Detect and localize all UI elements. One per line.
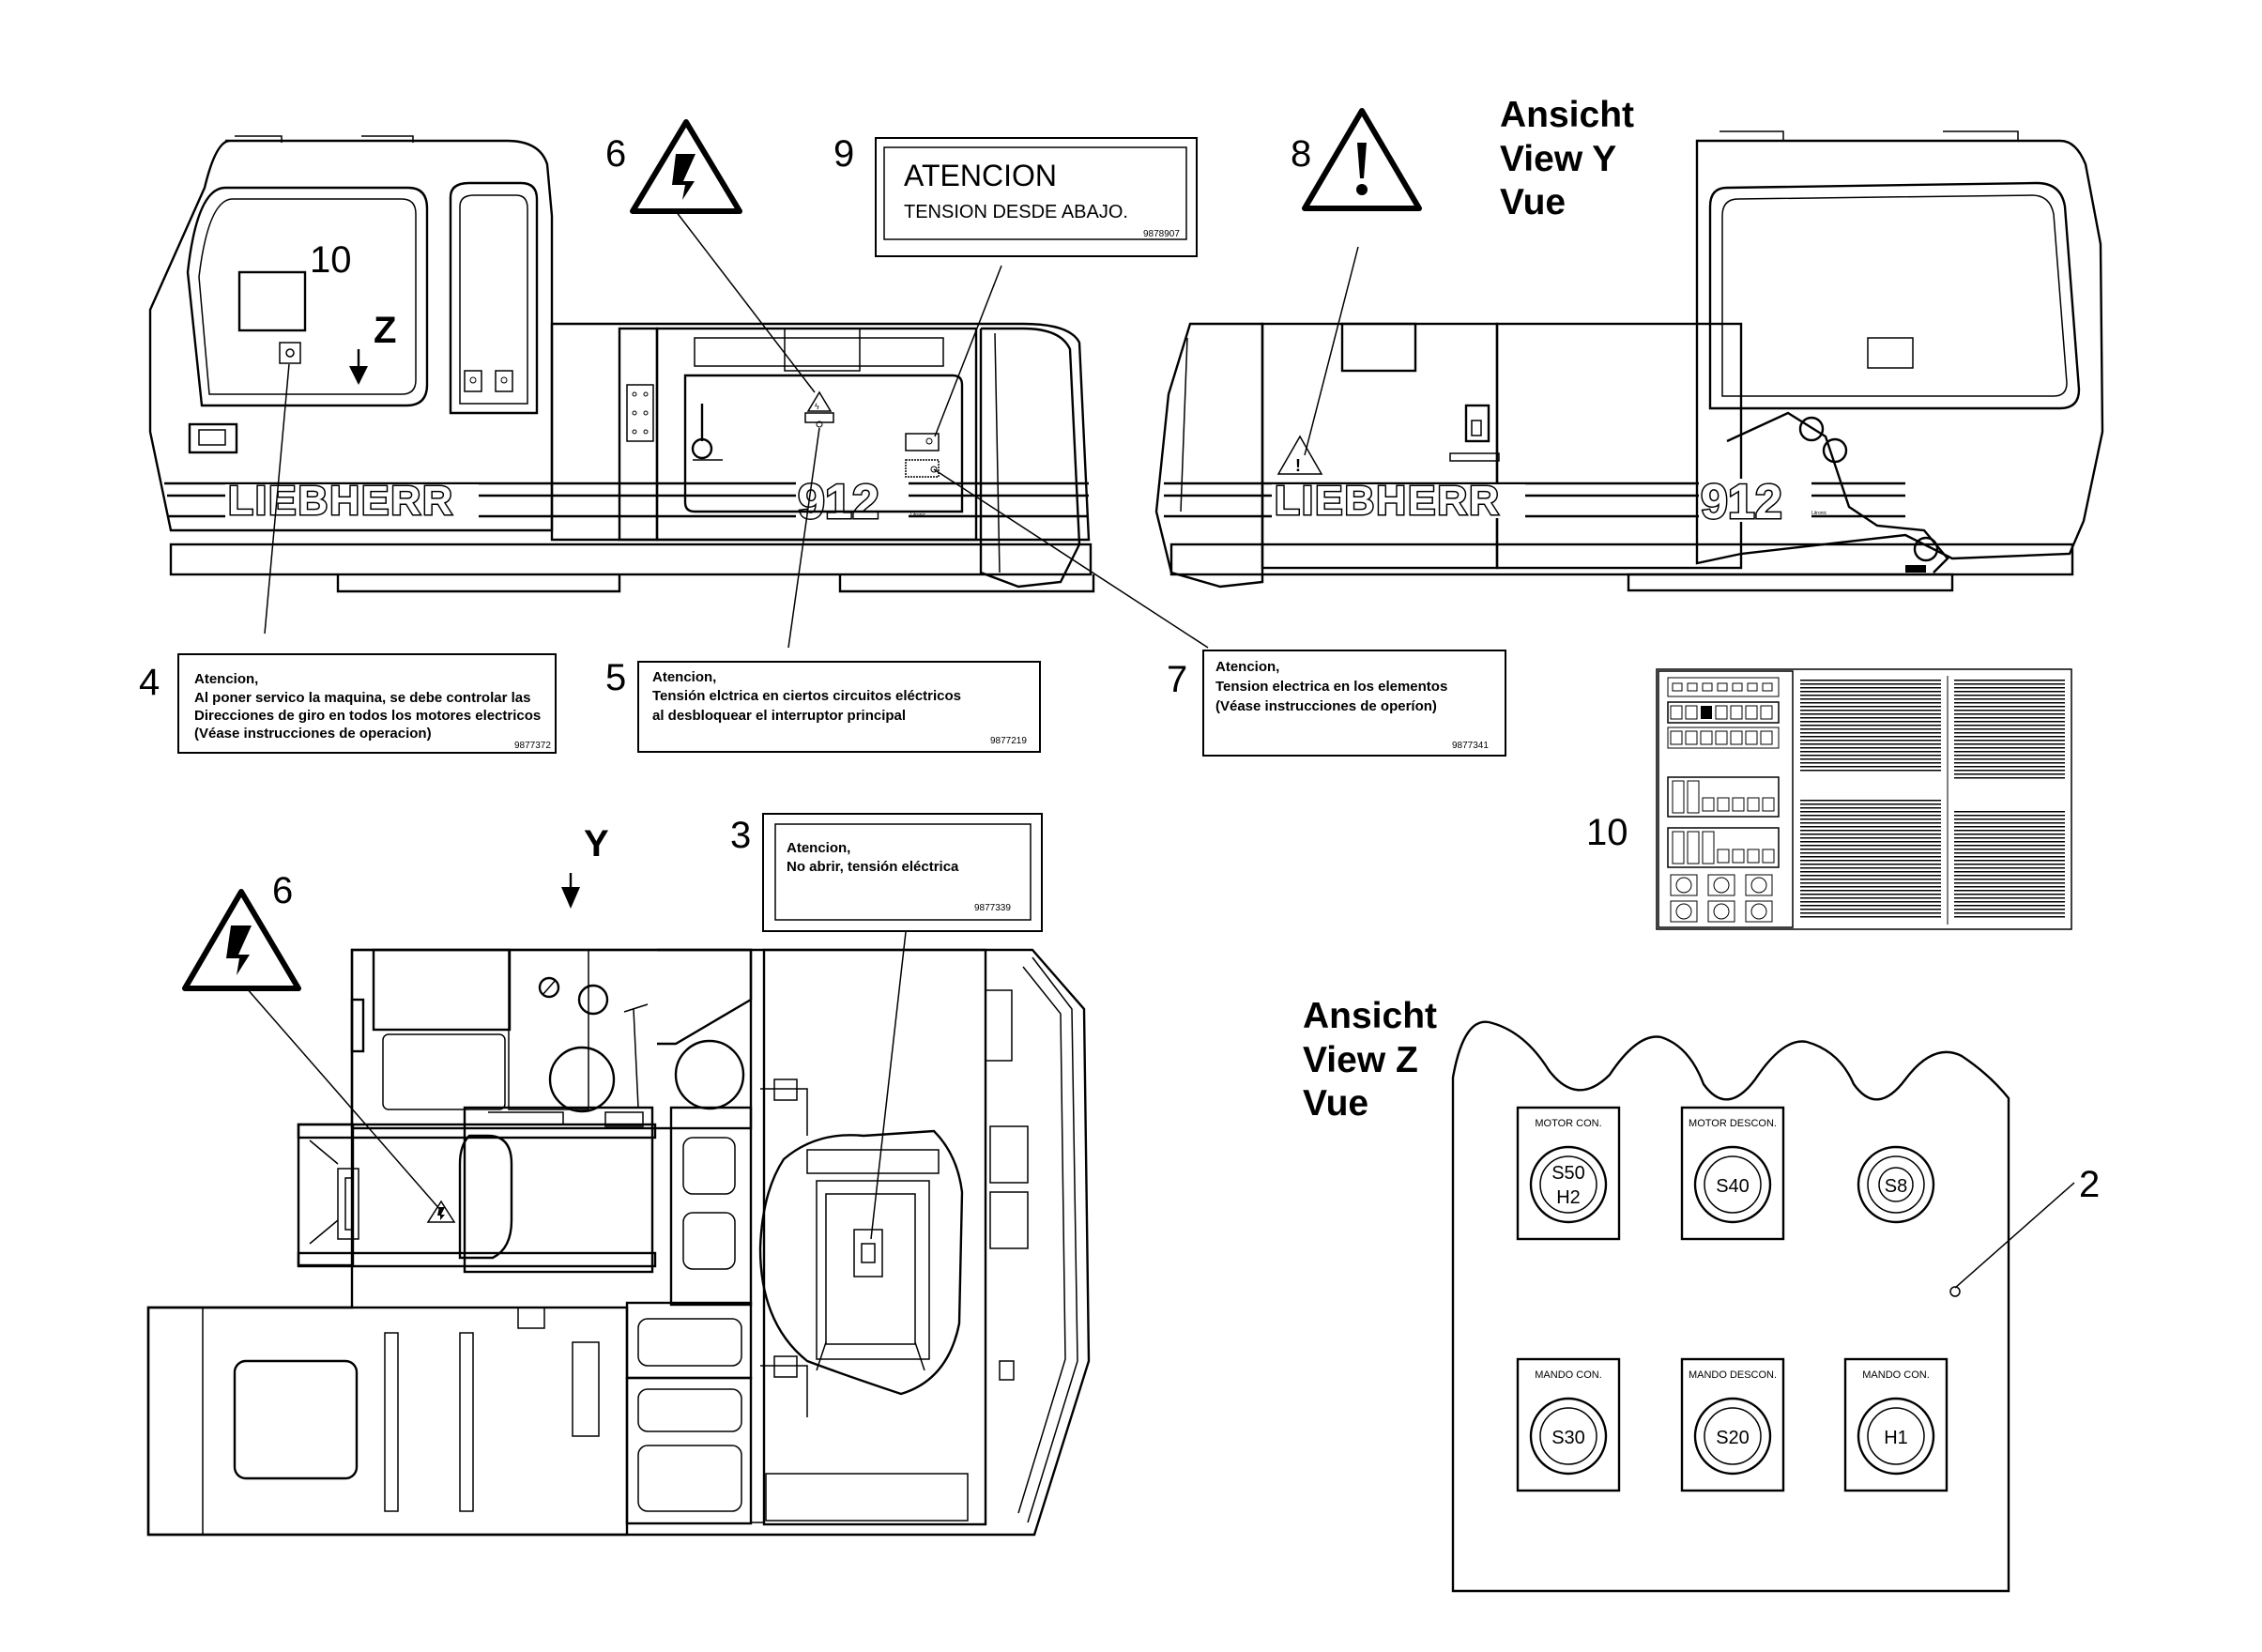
svg-text:Tensión elctrica en ciertos ci: Tensión elctrica en ciertos circuitos el… xyxy=(652,688,961,704)
svg-text:(Véase instrucciones de operío: (Véase instrucciones de operíon) xyxy=(1215,698,1437,714)
view-z-title: Ansicht View Z Vue xyxy=(1303,996,1437,1124)
panel-button-1[interactable]: MOTOR CON. S50 H2 xyxy=(1516,1106,1621,1241)
sign-8 xyxy=(1302,108,1422,211)
svg-text:MANDO DESCON.: MANDO DESCON. xyxy=(1689,1369,1777,1381)
callout-6-top: 6 xyxy=(605,133,626,175)
svg-text:S8: S8 xyxy=(1885,1176,1907,1197)
y-arrow-label: Y xyxy=(584,823,609,864)
svg-text:Al poner servico la maquina, s: Al poner servico la maquina, se debe con… xyxy=(194,690,530,706)
svg-text:!: ! xyxy=(1295,456,1301,475)
model-left: 912 xyxy=(798,475,879,529)
svg-text:Atencion,: Atencion, xyxy=(652,669,716,685)
sign-6-bottom xyxy=(182,889,301,991)
callout-4: 4 xyxy=(139,662,160,703)
svg-text:H2: H2 xyxy=(1556,1187,1581,1208)
svg-text:Atencion,: Atencion, xyxy=(194,671,258,687)
view-y-title: Ansicht View Y Vue xyxy=(1500,95,1634,222)
label-5: Atencion, Tensión elctrica en ciertos ci… xyxy=(637,661,1041,753)
panel-button-3[interactable]: S8 xyxy=(1857,1145,1935,1224)
panel-button-6[interactable]: MANDO CON. H1 xyxy=(1843,1357,1949,1492)
svg-text:ϟ: ϟ xyxy=(815,402,819,411)
svg-text:View Z: View Z xyxy=(1303,1040,1418,1080)
callout-6-bottom: 6 xyxy=(272,870,293,911)
svg-text:9877341: 9877341 xyxy=(1452,741,1489,751)
label-9-title: ATENCION xyxy=(904,159,1057,192)
label-9-part-number: 9878907 xyxy=(1143,229,1180,239)
svg-text:Ansicht: Ansicht xyxy=(1500,95,1634,135)
label-9-text: TENSION DESDE ABAJO. xyxy=(904,202,1128,222)
callout-10-panel: 10 xyxy=(1586,812,1628,853)
svg-text:S30: S30 xyxy=(1551,1428,1585,1448)
callout-2-marker xyxy=(1949,1286,1961,1297)
machine-right-view: LIEBHERR 912 Litronic ! xyxy=(1154,130,2104,592)
svg-text:Tension electrica en los eleme: Tension electrica en los elementos xyxy=(1215,679,1447,695)
svg-text:No abrir, tensión eléctrica: No abrir, tensión eléctrica xyxy=(787,859,959,875)
svg-text:Vue: Vue xyxy=(1303,1083,1368,1124)
label-4: Atencion, Al poner servico la maquina, s… xyxy=(177,653,557,754)
machine-left-view: LIEBHERR 912 Litronic ϟ xyxy=(148,135,1095,593)
callout-7: 7 xyxy=(1167,659,1187,700)
svg-text:Litronic: Litronic xyxy=(910,512,926,518)
machine-top-view xyxy=(146,948,1091,1537)
y-arrow xyxy=(561,873,580,909)
panel-button-2[interactable]: MOTOR DESCON. S40 xyxy=(1680,1106,1785,1241)
svg-text:View Y: View Y xyxy=(1500,139,1616,179)
leader-lines xyxy=(245,210,2075,1289)
z-arrow-label: Z xyxy=(374,310,396,351)
svg-text:Vue: Vue xyxy=(1500,182,1566,222)
svg-text:Ansicht: Ansicht xyxy=(1303,996,1437,1036)
svg-text:MOTOR CON.: MOTOR CON. xyxy=(1535,1118,1601,1129)
svg-text:H1: H1 xyxy=(1884,1428,1908,1448)
callout-10-top: 10 xyxy=(310,239,352,281)
panel-sticker-10 xyxy=(1656,668,2072,930)
svg-text:S40: S40 xyxy=(1716,1176,1750,1197)
panel-button-5[interactable]: MANDO DESCON. S20 xyxy=(1680,1357,1785,1492)
panel-button-4[interactable]: MANDO CON. S30 xyxy=(1516,1357,1621,1492)
label-7: Atencion, Tension electrica en los eleme… xyxy=(1202,650,1506,757)
svg-text:9877339: 9877339 xyxy=(974,903,1011,913)
callout-9: 9 xyxy=(833,133,854,175)
callout-5: 5 xyxy=(605,657,626,698)
callout-3: 3 xyxy=(730,815,751,856)
svg-text:S20: S20 xyxy=(1716,1428,1750,1448)
model-right: 912 xyxy=(1701,475,1782,529)
svg-text:al desbloquear el interruptor: al desbloquear el interruptor principal xyxy=(652,708,906,724)
svg-text:(Véase instrucciones de operac: (Véase instrucciones de operacion) xyxy=(194,726,432,742)
svg-text:Litronic: Litronic xyxy=(1811,511,1827,516)
brand-left: LIEBHERR xyxy=(228,478,454,524)
svg-text:9877372: 9877372 xyxy=(514,741,551,751)
callout-8: 8 xyxy=(1291,133,1311,175)
label-9: ATENCION TENSION DESDE ABAJO. 9878907 xyxy=(875,137,1198,257)
label-3: Atencion, No abrir, tensión eléctrica 98… xyxy=(762,813,1043,932)
view-z-panel xyxy=(1451,1020,2010,1593)
svg-text:MANDO CON.: MANDO CON. xyxy=(1535,1369,1602,1381)
svg-text:S50: S50 xyxy=(1551,1163,1585,1184)
brand-right: LIEBHERR xyxy=(1275,478,1501,524)
svg-text:Atencion,: Atencion, xyxy=(1215,659,1279,675)
svg-text:Atencion,: Atencion, xyxy=(787,840,850,856)
svg-text:9877219: 9877219 xyxy=(990,736,1027,746)
svg-text:MANDO CON.: MANDO CON. xyxy=(1862,1369,1930,1381)
callout-2: 2 xyxy=(2079,1164,2100,1205)
sign-6-top xyxy=(630,119,742,214)
svg-text:MOTOR DESCON.: MOTOR DESCON. xyxy=(1689,1118,1777,1129)
svg-text:Direcciones de giro en todos l: Direcciones de giro en todos los motores… xyxy=(194,708,541,724)
